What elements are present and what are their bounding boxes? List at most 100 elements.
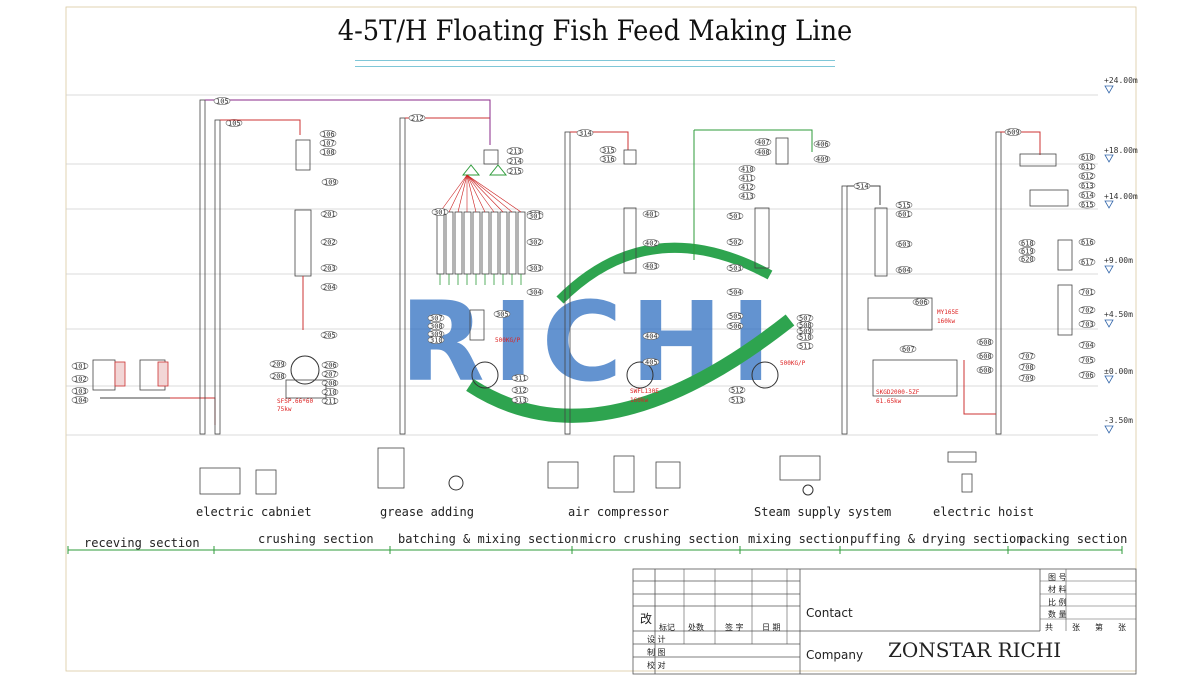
tag-number: 403 bbox=[645, 263, 658, 271]
tag-bubble bbox=[1078, 371, 1096, 379]
tag-number: 408 bbox=[757, 149, 770, 157]
tag-bubble bbox=[321, 178, 339, 186]
tag-number: 507 bbox=[799, 315, 812, 323]
tb-company-label: Company bbox=[806, 648, 864, 662]
tag-bubble bbox=[796, 333, 814, 341]
bucket-elevator bbox=[564, 131, 571, 435]
tag-bubble bbox=[321, 379, 339, 387]
level-0: ±0.00m bbox=[1104, 367, 1133, 376]
tag-number: 103 bbox=[74, 388, 87, 396]
tag-number: 208 bbox=[324, 380, 337, 388]
tag-number: 412 bbox=[741, 184, 754, 192]
batch-scale bbox=[469, 309, 485, 341]
tag-bubble bbox=[427, 336, 445, 344]
tag-bubble bbox=[321, 361, 339, 369]
tag-bubble bbox=[1078, 153, 1096, 161]
tb-company-name: ZONSTAR RICHI bbox=[888, 638, 1062, 662]
tag-number: 511 bbox=[799, 343, 812, 351]
tag-bubble bbox=[1018, 239, 1036, 247]
tag-bubble bbox=[895, 266, 913, 274]
tag-number: 604 bbox=[898, 267, 911, 275]
tag-bubble bbox=[321, 397, 339, 405]
title-block bbox=[632, 568, 1137, 675]
tag-bubble bbox=[320, 238, 338, 246]
cabinet-small-2 bbox=[157, 361, 169, 387]
level-marker bbox=[1104, 319, 1114, 328]
distribution-pipe bbox=[466, 174, 513, 213]
tag-number: 410 bbox=[741, 166, 754, 174]
tb-rev-col-4: 日 期 bbox=[762, 623, 781, 632]
tag-number: 204 bbox=[323, 284, 336, 292]
level-4-5: +4.50m bbox=[1104, 310, 1133, 319]
tag-bubble bbox=[1018, 363, 1036, 371]
tag-bubble bbox=[319, 139, 337, 147]
level-marker bbox=[1104, 265, 1114, 274]
tag-number: 619 bbox=[1021, 248, 1034, 256]
tag-number: 608 bbox=[979, 353, 992, 361]
level-marker bbox=[1104, 200, 1114, 209]
level-18: +18.00m bbox=[1104, 146, 1138, 155]
tag-bubble bbox=[642, 262, 660, 270]
tag-bubble bbox=[269, 360, 287, 368]
tag-number: 203 bbox=[323, 265, 336, 273]
tag-number: 311 bbox=[514, 375, 527, 383]
tb-total: 共 bbox=[1045, 623, 1053, 632]
icon-air-dryer bbox=[655, 461, 681, 489]
tag-bubble bbox=[427, 322, 445, 330]
tag-number: 617 bbox=[1081, 259, 1094, 267]
tag-number: 202 bbox=[323, 239, 336, 247]
red-label: MY165E bbox=[937, 309, 959, 316]
tb-contact-label: Contact bbox=[806, 606, 853, 620]
tag-number: 411 bbox=[741, 175, 754, 183]
section-receiving: receving section bbox=[84, 536, 200, 550]
cabinet-small bbox=[114, 361, 126, 387]
level-14: +14.00m bbox=[1104, 192, 1138, 201]
tag-bubble bbox=[728, 386, 746, 394]
level-marker bbox=[1104, 85, 1114, 94]
tag-number: 309 bbox=[430, 331, 443, 339]
tag-bubble bbox=[320, 210, 338, 218]
tag-bubble bbox=[225, 119, 243, 127]
tag-number: 510 bbox=[799, 334, 812, 342]
tag-number: 308 bbox=[430, 323, 443, 331]
icon-air-compressor bbox=[547, 461, 579, 489]
crusher-feeder bbox=[295, 139, 311, 171]
tag-number: 104 bbox=[74, 397, 87, 405]
tag-number: 101 bbox=[74, 363, 87, 371]
tag-number: 313 bbox=[514, 397, 527, 405]
tag-bubble bbox=[642, 239, 660, 247]
title-block-rev-mark: 改 bbox=[640, 612, 653, 626]
tb-rev-col-3: 签 字 bbox=[725, 623, 744, 632]
tag-number: 209 bbox=[272, 361, 285, 369]
tag-number: 105 bbox=[216, 98, 229, 106]
pack-bin bbox=[1057, 284, 1073, 336]
tag-bubble bbox=[71, 387, 89, 395]
tag-number: 402 bbox=[645, 240, 658, 248]
tb-rev-col-1: 标记 bbox=[659, 623, 675, 632]
icon-hoist-beam bbox=[947, 451, 977, 463]
watermark-richi: RICHI bbox=[400, 278, 779, 406]
tag-bubble bbox=[269, 372, 287, 380]
tag-number: 105 bbox=[228, 120, 241, 128]
distribution-pipe bbox=[466, 174, 504, 213]
tag-bubble bbox=[726, 212, 744, 220]
tag-bubble bbox=[599, 146, 617, 154]
batch-bin bbox=[472, 211, 481, 275]
distribution-pipe bbox=[466, 174, 522, 213]
tag-number: 608 bbox=[979, 339, 992, 347]
tag-number: 301 bbox=[529, 213, 542, 221]
steam-line bbox=[694, 129, 813, 152]
tag-bubble bbox=[1078, 162, 1096, 171]
tag-number: 315 bbox=[602, 147, 615, 155]
tag-number: 207 bbox=[324, 371, 337, 379]
red-label: SKGD2000-5ZF bbox=[876, 389, 920, 396]
dryer bbox=[872, 359, 958, 397]
tag-bubble bbox=[976, 338, 994, 346]
tag-number: 407 bbox=[757, 139, 770, 147]
tag-number: 502 bbox=[729, 239, 742, 247]
tag-number: 701 bbox=[1081, 289, 1094, 297]
tag-number: 505 bbox=[729, 313, 742, 321]
tag-number: 201 bbox=[323, 211, 336, 219]
icon-grease-tanks bbox=[377, 447, 405, 489]
liquid-tank bbox=[775, 137, 789, 165]
